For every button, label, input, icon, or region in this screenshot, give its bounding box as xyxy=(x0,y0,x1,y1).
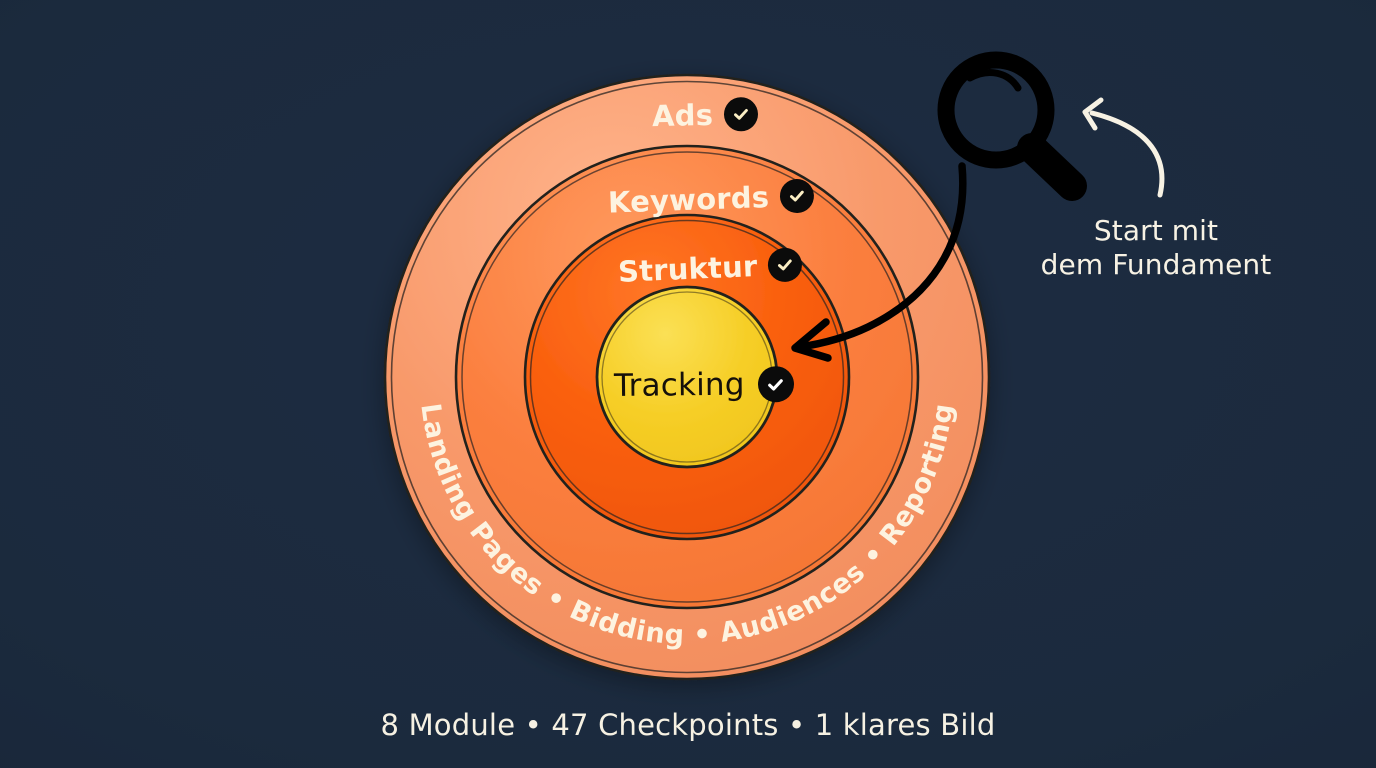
ring-label-keywords-text: Keywords xyxy=(607,179,770,220)
ring-label-keywords[interactable]: Keywords xyxy=(607,178,815,220)
curved-arrow-icon xyxy=(1082,97,1165,198)
ring-ads-inner-hairline xyxy=(390,80,984,674)
curved-arrow-to-core-icon xyxy=(791,162,967,362)
bottom-caption: 8 Module • 47 Checkpoints • 1 klares Bil… xyxy=(380,708,996,742)
check-circle-icon xyxy=(723,96,759,132)
ring-label-struktur[interactable]: Struktur xyxy=(617,247,804,289)
callout-text: Start mit dem Fundament xyxy=(1010,214,1302,283)
ring-label-ads[interactable]: Ads xyxy=(651,96,759,134)
ring-keywords-inner-hairline xyxy=(461,151,913,603)
ring-label-struktur-text: Struktur xyxy=(617,249,759,289)
ring-label-tracking-text: Tracking xyxy=(613,366,745,404)
callout-line-2: dem Fundament xyxy=(1040,248,1272,282)
check-circle-icon xyxy=(779,178,815,214)
callout-line-1: Start mit xyxy=(1093,214,1219,247)
ring-struktur-inner-hairline xyxy=(529,219,845,535)
check-circle-icon xyxy=(757,366,794,403)
ring-label-ads-text: Ads xyxy=(651,97,714,134)
check-circle-icon xyxy=(767,247,804,283)
ring-label-tracking[interactable]: Tracking xyxy=(614,366,794,404)
ring-stack xyxy=(383,73,991,681)
magnifier-icon xyxy=(937,51,1087,201)
